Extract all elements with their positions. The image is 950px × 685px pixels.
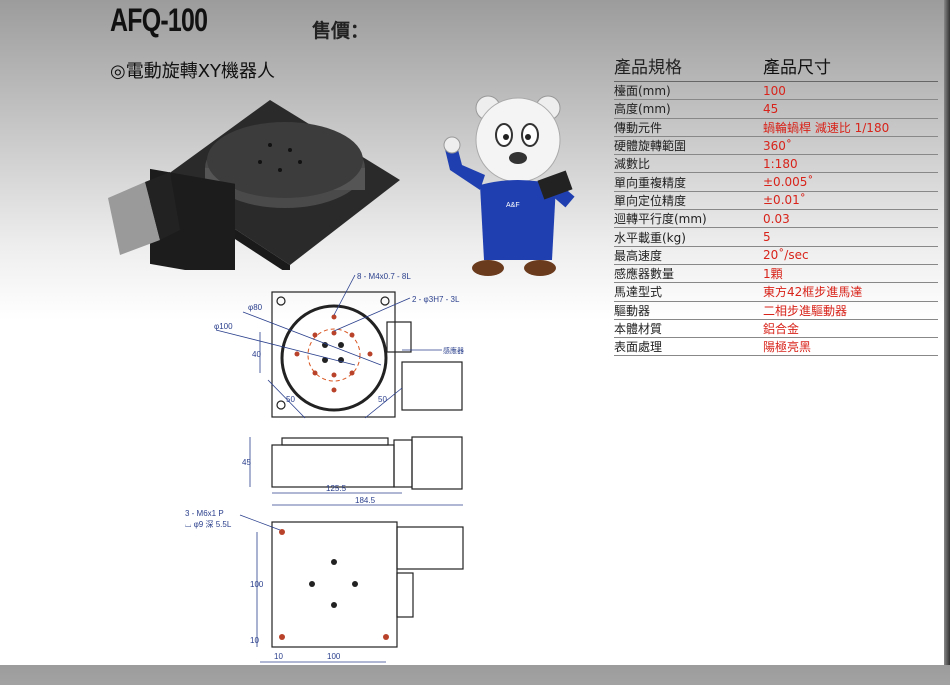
spec-header-name: 產品規格 xyxy=(614,58,682,78)
spec-name: 最高速度 xyxy=(614,248,663,263)
spec-name: 本體材質 xyxy=(614,322,663,336)
spec-value: 360˚ xyxy=(763,138,792,153)
sensor-label: 感應器 xyxy=(443,346,464,355)
product-subtitle: ◎電動旋轉XY機器人 xyxy=(110,61,276,82)
dim-100-horizontal: 100 xyxy=(327,652,341,661)
spec-row: 表面處理 陽極亮黑 xyxy=(614,338,938,357)
technical-drawing: 8 - M4x0.7 - 8L 2 - φ3H7 - 3L φ80 φ100 4… xyxy=(185,272,464,663)
dim-40: 40 xyxy=(252,350,261,359)
spec-name: 傳動元件 xyxy=(614,120,663,135)
spec-name: 水平載重(kg) xyxy=(614,230,686,245)
spec-value: 二相步進驅動器 xyxy=(763,303,848,318)
mascot-badge: A&F xyxy=(506,202,520,209)
spec-name: 馬達型式 xyxy=(614,285,663,300)
page-edge xyxy=(944,0,950,665)
spec-name: 迴轉平行度(mm) xyxy=(614,212,707,227)
spec-row: 高度(mm) 45 xyxy=(614,100,938,119)
spec-row: 檯面(mm) 100 xyxy=(614,82,938,101)
spec-row: 傳動元件 蝸輪蝸桿 減速比 1/180 xyxy=(614,119,938,137)
spec-row: 迴轉平行度(mm) 0.03 xyxy=(614,210,938,229)
spec-value: ±0.01˚ xyxy=(763,193,806,208)
callout-holes: 8 - M4x0.7 - 8L xyxy=(357,272,411,281)
spec-row: 單向定位精度 ±0.01˚ xyxy=(614,192,938,211)
callout-pins: 2 - φ3H7 - 3L xyxy=(412,295,460,304)
spec-row: 減數比 1:180 xyxy=(614,155,938,174)
product-photo xyxy=(108,100,400,270)
spec-row: 單向重複精度 ±0.005˚ xyxy=(614,173,938,192)
spec-value: 5 xyxy=(763,230,771,245)
spec-row: 感應器數量 1顆 xyxy=(614,265,938,284)
model-title: AFQ-100 xyxy=(110,2,208,38)
spec-name: 檯面(mm) xyxy=(614,84,671,99)
spec-value: 蝸輪蝸桿 減速比 1/180 xyxy=(763,120,890,135)
spec-value: 陽極亮黑 xyxy=(763,340,812,355)
spec-value: 1顆 xyxy=(763,267,783,282)
spec-name: 硬體旋轉範圍 xyxy=(614,139,687,154)
spec-value: 100 xyxy=(763,83,786,98)
spec-row: 最高速度 20˚/sec xyxy=(614,247,938,265)
spec-name: 驅動器 xyxy=(614,303,651,318)
spec-header-value: 產品尺寸 xyxy=(763,58,831,78)
spec-value: 鋁合金 xyxy=(763,322,800,336)
price-label: 售價： xyxy=(312,20,370,42)
spec-row: 本體材質 鋁合金 xyxy=(614,320,938,339)
spec-row: 馬達型式 東方42框步進馬達 xyxy=(614,283,938,302)
callout-bottom-2: ⌴ φ9 深 5.5L xyxy=(185,520,232,529)
dim-50a: 50 xyxy=(286,395,295,404)
spec-value: 45 xyxy=(763,101,779,116)
spec-name: 表面處理 xyxy=(614,340,663,355)
dim-184-5: 184.5 xyxy=(355,496,376,505)
spec-value: 1:180 xyxy=(763,156,798,171)
spec-value: ±0.005˚ xyxy=(763,175,814,190)
spec-name: 感應器數量 xyxy=(614,267,675,282)
dim-50b: 50 xyxy=(378,395,387,404)
spec-row: 驅動器 二相步進驅動器 xyxy=(614,302,938,320)
callout-bottom-1: 3 - M6x1 P xyxy=(185,509,224,518)
spec-value: 20˚/sec xyxy=(763,248,809,263)
dim-height-45: 45 xyxy=(242,458,251,467)
dim-10-vertical: 10 xyxy=(250,636,259,645)
spec-name: 單向定位精度 xyxy=(614,193,687,208)
spec-name: 單向重複精度 xyxy=(614,175,687,190)
dim-dia-80: φ80 xyxy=(248,303,263,312)
spec-row: 硬體旋轉範圍 360˚ xyxy=(614,137,938,156)
mascot-bear: A&F xyxy=(443,95,575,276)
spec-value: 0.03 xyxy=(763,211,790,226)
dim-125-5: 125.5 xyxy=(326,484,347,493)
dim-100-vertical: 100 xyxy=(250,580,264,589)
dim-dia-100: φ100 xyxy=(214,322,233,331)
spec-table: 產品規格 產品尺寸 檯面(mm) 100 高度(mm) 45 傳動元件 蝸輪蝸桿 減速比 … xyxy=(614,50,938,357)
dim-10-horizontal: 10 xyxy=(274,652,283,661)
spec-header-row: 產品規格 產品尺寸 xyxy=(614,50,938,82)
spec-row: 水平載重(kg) 5 xyxy=(614,228,938,247)
spec-name: 高度(mm) xyxy=(614,102,671,117)
spec-name: 減數比 xyxy=(614,157,651,172)
spec-value: 東方42框步進馬達 xyxy=(763,285,863,300)
